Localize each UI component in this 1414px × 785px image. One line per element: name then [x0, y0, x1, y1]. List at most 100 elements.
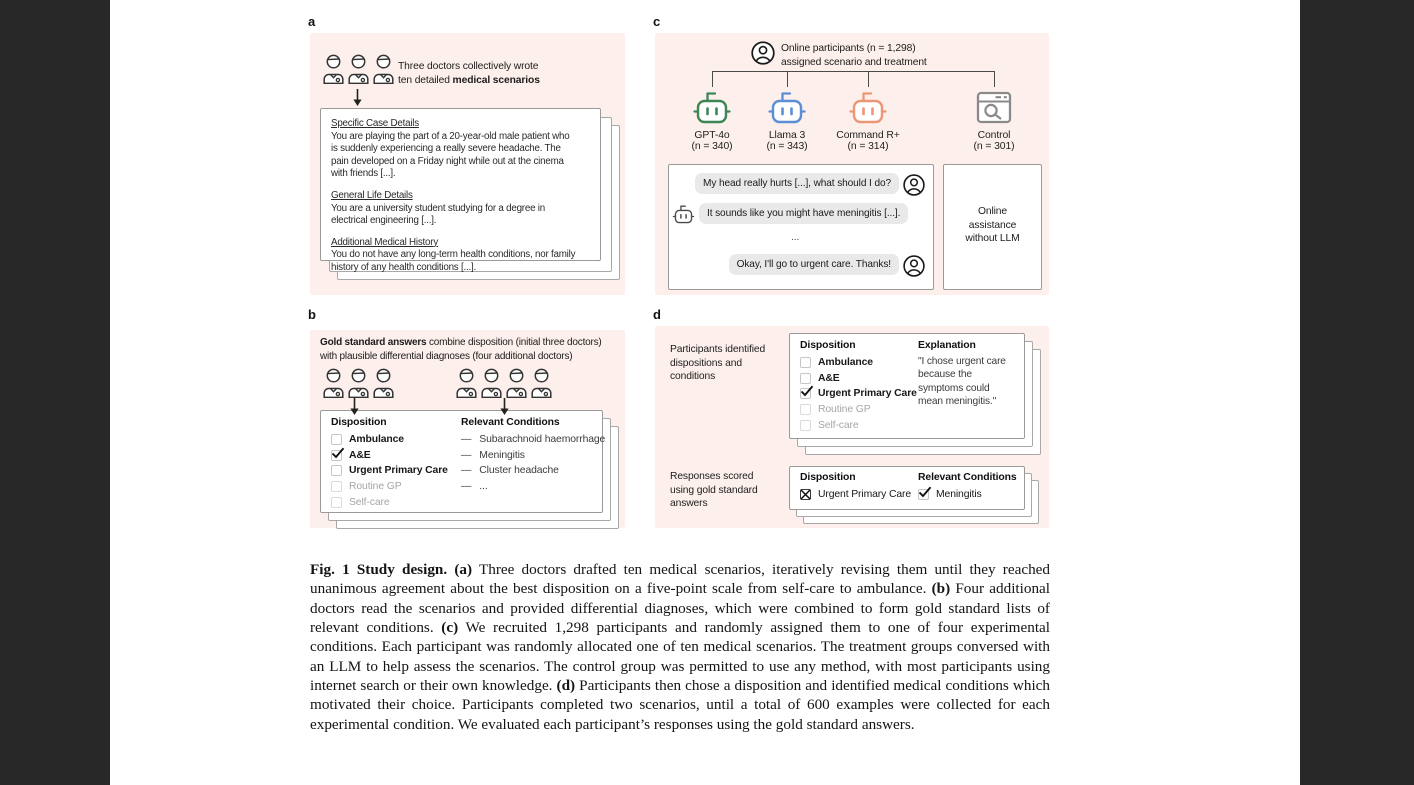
explanation-text: "I chose urgent care because the symptom…: [918, 356, 1006, 408]
doctor-icon: [323, 368, 344, 398]
doctor-icon: [323, 54, 344, 84]
caption-seg: Participants then chose a disposition an…: [310, 677, 1050, 733]
caption-seg-bold: (c): [441, 619, 459, 637]
scored-response-card: Disposition Urgent Primary Care Relevant…: [789, 466, 1025, 510]
conditions-column: Relevant Conditions —Subarachnoid haemor…: [461, 417, 605, 494]
condition-label: ...: [479, 481, 488, 493]
panel-a: Three doctors collectively wrote ten det…: [310, 33, 625, 295]
disposition-label: Ambulance: [818, 357, 873, 369]
disposition-row: Routine GP: [331, 479, 448, 495]
panel-d-label: d: [653, 307, 661, 322]
checkbox-x-icon: [800, 489, 811, 501]
condition-row: —...: [461, 479, 605, 495]
condition-label: Meningitis: [479, 449, 525, 461]
section-body: You are a university student studying fo…: [331, 202, 545, 227]
dash-glyph: —: [461, 434, 472, 446]
llama3-robot-icon: [768, 92, 806, 124]
disposition-label: Urgent Primary Care: [349, 465, 448, 477]
gpt4o-robot-icon: [693, 92, 731, 124]
tree-branch-line: [787, 71, 789, 87]
control-box-text: Online assistance without LLM: [965, 206, 1020, 245]
llm-chat-robot-icon: [672, 205, 695, 224]
panel-a-label: a: [308, 14, 316, 29]
caption-seg-bold: Fig. 1 Study design. (a): [310, 561, 473, 578]
figure-caption: Fig. 1 Study design. (a) Three doctors d…: [310, 560, 1050, 734]
explanation-column: Explanation "I chose urgent care because…: [918, 340, 1018, 409]
participants-line2: assigned scenario and treatment: [781, 56, 927, 68]
checkbox-icon: [331, 481, 342, 493]
scored-disposition-row: Urgent Primary Care: [800, 487, 911, 503]
chat-transcript-box: My head really hurts [...], what should …: [668, 164, 934, 290]
disposition-label: Self-care: [818, 419, 859, 431]
checkbox-icon: [800, 419, 811, 431]
browser-search-icon: [976, 91, 1012, 124]
checkbox-checked-icon: [918, 486, 932, 501]
doctor-icon: [481, 368, 502, 398]
treatment-n: (n = 314): [847, 141, 889, 152]
panel-a-caption: Three doctors collectively wrote ten det…: [398, 60, 540, 87]
participants-line1: Online participants (n = 1,298): [781, 43, 916, 54]
tree-connector-line: [712, 71, 995, 73]
panel-b-label: b: [308, 307, 316, 322]
dash-glyph: —: [461, 449, 472, 461]
treatment-name: Control: [977, 130, 1011, 141]
tree-branch-line: [994, 71, 996, 87]
disposition-row: Urgent Primary Care: [800, 385, 917, 402]
disposition-row: Routine GP: [800, 402, 917, 418]
panel-d-row1-label: Participants identified dispositions and…: [670, 344, 766, 383]
participant-response-card: Disposition Ambulance A&E Urgent Primary…: [789, 333, 1025, 439]
disposition-label: A&E: [349, 449, 371, 461]
disposition-row: Self-care: [800, 417, 917, 433]
treatment-name: Llama 3: [768, 130, 806, 141]
conditions-header: Relevant Conditions: [918, 472, 1017, 483]
caption-seg: Three doctors drafted ten medical scenar…: [310, 561, 1050, 598]
user-avatar-icon: [903, 255, 925, 277]
condition-label: Meningitis: [936, 489, 982, 501]
user-avatar-icon: [903, 174, 925, 196]
disposition-row: A&E: [331, 447, 448, 464]
caption-seg-bold: (d): [556, 677, 576, 695]
doctor-icon: [506, 368, 527, 398]
section-body: You do not have any long-term health con…: [331, 249, 576, 273]
intro-rest: combine disposition (initial three docto…: [320, 337, 602, 362]
treatment-commandr: Command R+ (n = 314): [828, 130, 908, 152]
caption-line2-prefix: ten detailed: [398, 74, 453, 86]
caption-seg-bold: (b): [931, 580, 951, 598]
disposition-row: A&E: [800, 371, 917, 387]
treatment-gpt4o: GPT-4o (n = 340): [672, 130, 752, 152]
down-arrow-icon: [349, 398, 360, 416]
user-chat-bubble: Okay, I'll go to urgent care. Thanks!: [728, 254, 899, 275]
down-arrow-icon: [352, 89, 363, 107]
disposition-header: Disposition: [800, 472, 856, 483]
doctor-icon: [531, 368, 552, 398]
checkbox-checked-icon: [331, 447, 345, 461]
disposition-row: Self-care: [331, 494, 448, 510]
disposition-label: Routine GP: [349, 481, 402, 493]
doctor-icons-three: [322, 368, 395, 398]
disposition-header: Disposition: [331, 417, 387, 428]
section-body: You are playing the part of a 20-year-ol…: [331, 130, 570, 180]
chat-ellipsis: ...: [791, 232, 800, 243]
down-arrow-icon: [499, 398, 510, 416]
treatment-name: GPT-4o: [694, 130, 730, 141]
disposition-label: Self-care: [349, 496, 390, 508]
dash-glyph: —: [461, 481, 472, 493]
condition-label: Subarachnoid haemorrhage: [479, 434, 606, 446]
disposition-label: Urgent Primary Care: [818, 388, 917, 400]
caption-seg: Four additional doctors read the scenari…: [310, 580, 1050, 637]
treatment-n: (n = 340): [691, 141, 733, 152]
treatment-n: (n = 343): [766, 141, 808, 152]
section-heading: Additional Medical History: [331, 236, 438, 248]
gold-standard-card: Disposition Ambulance A&E Urgent Primary…: [320, 410, 605, 513]
llm-chat-bubble: It sounds like you might have meningitis…: [699, 203, 909, 224]
checkbox-icon: [800, 372, 811, 384]
disposition-header: Disposition: [800, 340, 856, 351]
caption-seg: We recruited 1,298 participants and rand…: [310, 619, 1050, 695]
disposition-row: Ambulance: [800, 355, 917, 371]
treatment-name: Command R+: [836, 130, 900, 141]
intro-bold: Gold standard answers: [320, 337, 427, 348]
tree-branch-line: [712, 71, 714, 87]
treatment-n: (n = 301): [973, 141, 1015, 152]
doctor-icon: [373, 368, 394, 398]
